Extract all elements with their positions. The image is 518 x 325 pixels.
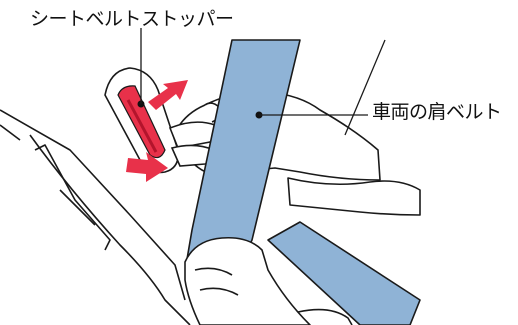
stopper-label: シートベルトストッパー	[30, 10, 234, 29]
shoulder-belt-label: 車両の肩ベルト	[372, 103, 502, 122]
